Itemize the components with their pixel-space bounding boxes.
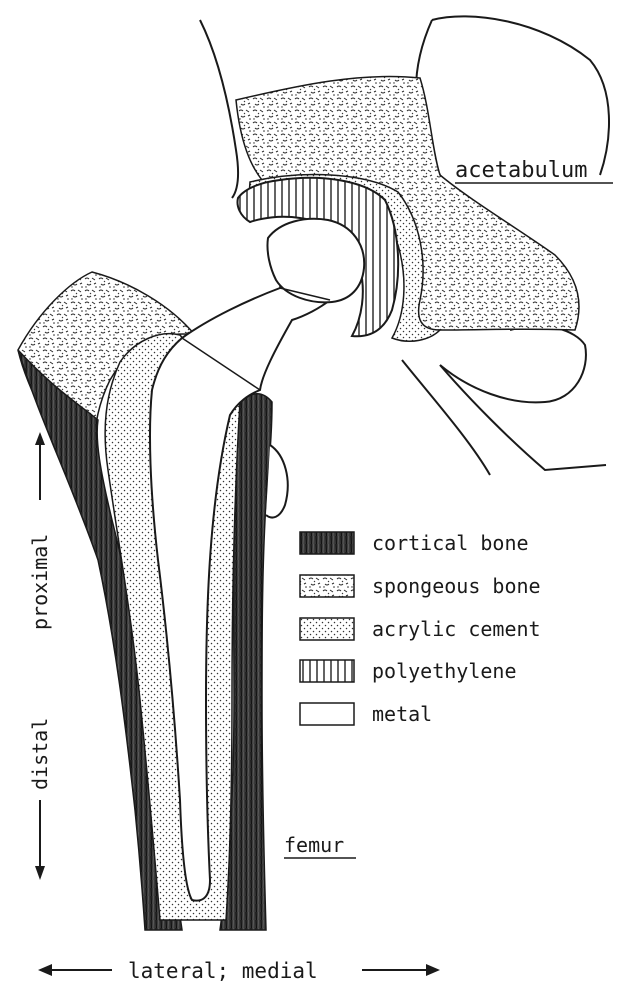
legend-item-poly: polyethylene <box>300 659 517 683</box>
legend-label-metal: metal <box>372 702 432 726</box>
legend-swatch-cortical <box>300 532 354 554</box>
legend-item-metal: metal <box>300 702 432 726</box>
arrow-right-icon <box>426 964 440 976</box>
legend-swatch-metal <box>300 703 354 725</box>
legend: cortical bone spongeous bone acrylic cem… <box>300 531 541 726</box>
legend-label-poly: polyethylene <box>372 659 517 683</box>
vertical-axis: proximal distal <box>28 432 52 880</box>
lateral-medial-label: lateral; medial <box>128 959 318 983</box>
femur-label: femur <box>284 833 344 857</box>
distal-label: distal <box>28 718 52 790</box>
arrow-up-icon <box>35 432 45 445</box>
legend-item-cement: acrylic cement <box>300 617 541 641</box>
legend-item-spongeous: spongeous bone <box>300 574 541 598</box>
arrow-down-icon <box>35 866 45 880</box>
legend-swatch-cement <box>300 618 354 640</box>
legend-label-cortical: cortical bone <box>372 531 529 555</box>
legend-item-cortical: cortical bone <box>300 531 529 555</box>
legend-swatch-spongeous <box>300 575 354 597</box>
proximal-label: proximal <box>28 534 52 630</box>
legend-swatch-poly <box>300 660 354 682</box>
horizontal-axis: lateral; medial <box>38 959 440 983</box>
legend-label-cement: acrylic cement <box>372 617 541 641</box>
acetabulum-label: acetabulum <box>455 158 587 183</box>
legend-label-spongeous: spongeous bone <box>372 574 541 598</box>
arrow-left-icon <box>38 964 52 976</box>
